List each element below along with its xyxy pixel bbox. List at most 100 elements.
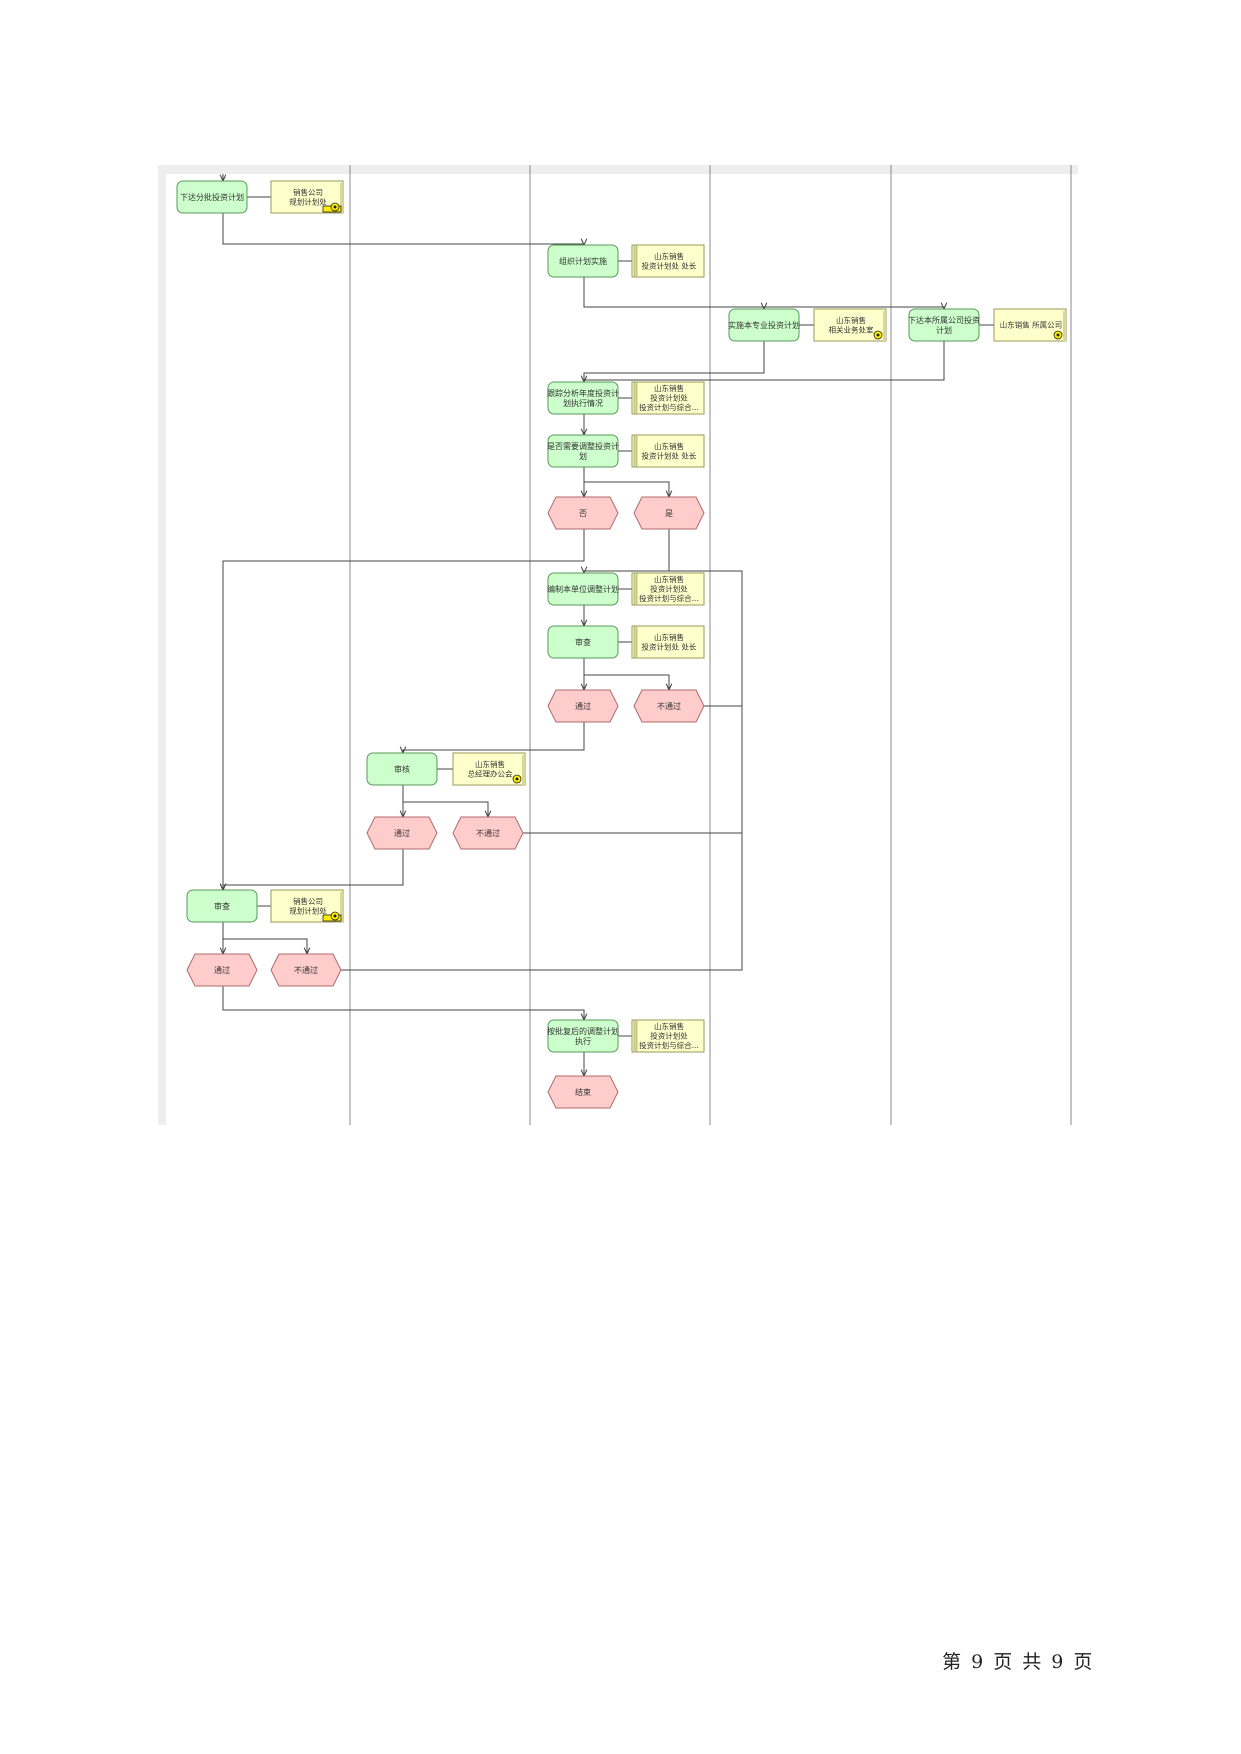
role-node[interactable]: 山东销售投资计划处投资计划与综合... [631, 1019, 705, 1053]
role-box [631, 381, 705, 415]
event-node[interactable]: 是 [633, 496, 705, 530]
event-node[interactable]: 不通过 [452, 816, 524, 850]
role-shadow [340, 183, 343, 213]
connector-line [584, 529, 670, 573]
role-shadow [340, 892, 343, 922]
role-node[interactable]: 山东销售投资计划处投资计划与综合... [631, 381, 705, 415]
event-node[interactable]: 通过 [186, 953, 258, 987]
group-icon [322, 202, 342, 213]
function-label: 实施本专业投资计划 [728, 320, 800, 330]
event-label: 不通过 [476, 828, 500, 838]
role-node[interactable]: 山东销售投资计划处投资计划与综合... [631, 572, 705, 606]
function-box [547, 244, 619, 278]
event-node[interactable]: 通过 [547, 689, 619, 723]
role-node[interactable]: 山东销售 所属公司 [993, 308, 1067, 342]
function-label: 下达本所属公司投资 [908, 315, 980, 325]
role-label: 投资计划处 处长 [642, 641, 697, 651]
connector-lines [223, 174, 994, 1076]
person-icon [512, 774, 522, 784]
role-label: 投资计划与综合... [639, 402, 699, 412]
function-label: 执行 [575, 1036, 591, 1046]
event-label: 通过 [575, 701, 591, 711]
connector-line [223, 938, 307, 954]
function-box [547, 1019, 619, 1053]
role-label: 投资计划与综合... [639, 1040, 699, 1050]
function-label: 审查 [575, 637, 591, 647]
event-label: 不通过 [657, 701, 681, 711]
event-node[interactable]: 不通过 [633, 689, 705, 723]
function-label: 按批复后的调整计划 [547, 1026, 619, 1036]
swimlane-grid [158, 165, 1078, 1125]
role-label: 投资计划处 [650, 584, 688, 594]
footer-part: 9 [971, 1651, 984, 1673]
event-node[interactable]: 不通过 [270, 953, 342, 987]
event-hexagon [633, 689, 705, 723]
role-label: 投资计划处 [650, 393, 688, 403]
role-box [631, 434, 705, 468]
function-box [728, 308, 800, 342]
connector-line [669, 570, 743, 707]
role-shadow [883, 311, 886, 341]
footer-part: 页 [1073, 1651, 1093, 1673]
function-node[interactable]: 编制本单位调整计划 [547, 572, 619, 606]
role-label: 投资计划与综合... [639, 593, 699, 603]
lane-left-band [158, 165, 166, 1125]
role-label: 山东销售 [654, 574, 684, 584]
role-shadow [522, 755, 525, 785]
event-label: 不通过 [294, 965, 318, 975]
role-bar-icon [633, 1019, 638, 1053]
role-bar-icon [633, 381, 638, 415]
function-node[interactable]: 实施本专业投资计划 [728, 308, 800, 342]
event-node[interactable]: 结束 [547, 1075, 619, 1109]
connector-line [584, 481, 669, 497]
function-node[interactable]: 审核 [366, 752, 438, 786]
role-label: 山东销售 [836, 315, 866, 325]
function-node[interactable]: 下达分批投资计划 [176, 180, 248, 214]
event-hexagon [366, 816, 438, 850]
function-node[interactable]: 审查 [547, 625, 619, 659]
event-node[interactable]: 通过 [366, 816, 438, 850]
function-node[interactable]: 组织计划实施 [547, 244, 619, 278]
role-label: 山东销售 [654, 251, 684, 261]
role-bar-icon [633, 244, 638, 278]
lane-header-band [158, 165, 1078, 174]
role-shadow [1063, 311, 1066, 341]
event-label: 通过 [394, 828, 410, 838]
role-label: 山东销售 [654, 1021, 684, 1031]
connector-line [584, 674, 669, 690]
function-box [547, 381, 619, 415]
event-node[interactable]: 否 [547, 496, 619, 530]
role-label: 山东销售 [654, 383, 684, 393]
function-label: 下达分批投资计划 [180, 192, 244, 202]
connector-line [764, 307, 944, 309]
role-bar-icon [633, 572, 638, 606]
role-label: 总经理办公会 [468, 768, 513, 778]
connector-line [584, 341, 765, 382]
event-hexagon [547, 496, 619, 530]
function-label: 组织计划实施 [559, 256, 607, 266]
function-label: 审核 [394, 764, 410, 774]
event-label: 结束 [575, 1087, 591, 1097]
event-label: 通过 [214, 965, 230, 975]
role-label: 山东销售 所属公司 [1000, 320, 1062, 330]
event-label: 否 [579, 509, 587, 518]
role-label: 投资计划处 处长 [642, 260, 697, 270]
function-label: 是否需要调整投资计 [547, 441, 619, 451]
footer-part: 9 [1051, 1651, 1064, 1673]
event-hexagon [270, 953, 342, 987]
function-node[interactable]: 审查 [186, 889, 258, 923]
connector-line [223, 849, 404, 890]
role-label: 销售公司 [293, 187, 323, 197]
role-bar-icon [633, 434, 638, 468]
